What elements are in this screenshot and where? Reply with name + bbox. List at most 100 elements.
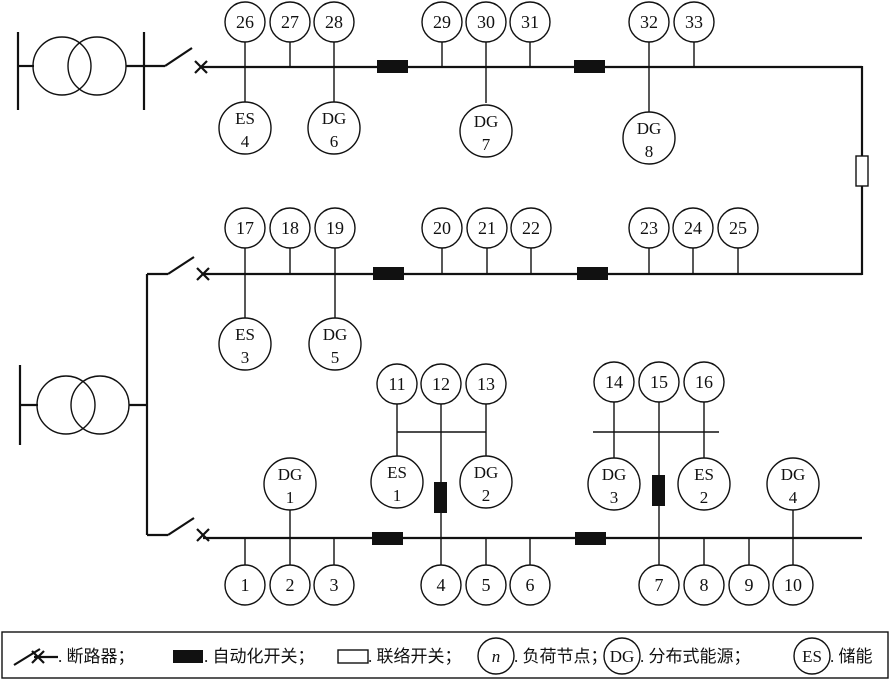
svg-text:ES: ES: [235, 109, 255, 128]
legend-breaker-icon: [13, 648, 58, 666]
dg-8: DG 8: [622, 111, 676, 165]
dg-2: DG 2: [459, 455, 513, 509]
svg-text:32: 32: [640, 12, 658, 32]
svg-text:2: 2: [482, 486, 491, 505]
node-17: 17: [224, 207, 266, 249]
legend-dg-label: . 分布式能源；: [640, 647, 751, 666]
svg-text:2: 2: [286, 575, 295, 595]
svg-text:28: 28: [325, 12, 343, 32]
es-3: ES 3: [218, 317, 272, 371]
node-27: 27: [269, 1, 311, 43]
node-12: 12: [420, 363, 462, 405]
top-breaker-icon[interactable]: [164, 47, 208, 74]
legend-node-icon: n: [477, 637, 515, 675]
auto-switch-icon[interactable]: [377, 60, 408, 73]
node-6: 6: [509, 564, 551, 606]
svg-text:13: 13: [477, 374, 495, 394]
auto-switch-icon[interactable]: [575, 532, 606, 545]
svg-text:ES: ES: [802, 647, 822, 666]
svg-text:ES: ES: [694, 465, 714, 484]
node-20: 20: [421, 207, 463, 249]
legend-auto-switch-label: . 自动化开关；: [204, 647, 315, 666]
legend-es-icon: ES: [793, 637, 831, 675]
middle-breaker-icon[interactable]: [167, 256, 210, 281]
es-4: ES 4: [218, 101, 272, 155]
svg-text:19: 19: [326, 218, 344, 238]
svg-text:11: 11: [388, 374, 405, 394]
svg-text:14: 14: [605, 372, 623, 392]
svg-text:DG: DG: [323, 325, 348, 344]
node-16: 16: [683, 361, 725, 403]
svg-text:n: n: [492, 647, 501, 666]
svg-text:1: 1: [286, 488, 295, 507]
svg-text:10: 10: [784, 575, 802, 595]
dg-4: DG 4: [766, 457, 820, 511]
legend-node-label: . 负荷节点；: [514, 647, 608, 666]
legend-auto-switch-icon: [173, 650, 203, 663]
svg-text:20: 20: [433, 218, 451, 238]
legend-tie-switch-icon: [337, 649, 369, 664]
auto-switch-icon[interactable]: [577, 267, 608, 280]
node-2: 2: [269, 564, 311, 606]
svg-text:ES: ES: [235, 325, 255, 344]
tie-switch-icon[interactable]: [855, 155, 869, 187]
svg-text:4: 4: [789, 488, 798, 507]
svg-text:DG: DG: [474, 463, 499, 482]
node-15: 15: [638, 361, 680, 403]
svg-text:18: 18: [281, 218, 299, 238]
node-11: 11: [376, 363, 418, 405]
node-23: 23: [628, 207, 670, 249]
node-31: 31: [509, 1, 551, 43]
svg-text:DG: DG: [610, 647, 635, 666]
svg-text:1: 1: [241, 575, 250, 595]
node-3: 3: [313, 564, 355, 606]
svg-text:DG: DG: [781, 465, 806, 484]
auto-switch-icon[interactable]: [652, 475, 665, 506]
dg-5: DG 5: [308, 317, 362, 371]
auto-switch-icon[interactable]: [434, 482, 447, 513]
svg-text:5: 5: [331, 348, 340, 367]
legend-es-label: . 储能: [830, 647, 873, 666]
svg-text:31: 31: [521, 12, 539, 32]
node-5: 5: [465, 564, 507, 606]
svg-text:9: 9: [745, 575, 754, 595]
svg-text:3: 3: [241, 348, 250, 367]
svg-text:15: 15: [650, 372, 668, 392]
svg-text:5: 5: [482, 575, 491, 595]
svg-text:6: 6: [330, 132, 339, 151]
top-feeder: 26 27 28 29 30 31 32 33 ES4 DG6 DG7 DG8: [16, 1, 862, 165]
node-25: 25: [717, 207, 759, 249]
svg-text:8: 8: [645, 142, 654, 161]
dg-1: DG1: [263, 457, 317, 511]
svg-text:7: 7: [482, 135, 491, 154]
legend-breaker-label: . 断路器；: [58, 647, 135, 666]
dg-3: DG3: [587, 457, 641, 511]
lower-transformer-icon: [36, 375, 130, 435]
auto-switch-icon[interactable]: [372, 532, 403, 545]
node-4: 4: [420, 564, 462, 606]
svg-text:24: 24: [684, 218, 702, 238]
svg-text:25: 25: [729, 218, 747, 238]
svg-text:8: 8: [700, 575, 709, 595]
bottom-breaker-icon[interactable]: [167, 517, 210, 542]
svg-text:26: 26: [236, 12, 254, 32]
auto-switch-icon[interactable]: [574, 60, 605, 73]
svg-text:1: 1: [393, 486, 402, 505]
legend-tie-switch-label: . 联络开关；: [368, 647, 462, 666]
node-33: 33: [673, 1, 715, 43]
bottom-feeder: 1 2 3 4 5 6 7 8 9 10 11 12 13 14 15 16 D…: [147, 361, 862, 606]
node-32: 32: [628, 1, 670, 43]
node-26: 26: [224, 1, 266, 43]
svg-text:4: 4: [437, 575, 446, 595]
svg-text:3: 3: [610, 488, 619, 507]
auto-switch-icon[interactable]: [373, 267, 404, 280]
svg-text:DG: DG: [637, 119, 662, 138]
node-13: 13: [465, 363, 507, 405]
node-1: 1: [224, 564, 266, 606]
svg-text:ES: ES: [387, 463, 407, 482]
node-18: 18: [269, 207, 311, 249]
svg-text:4: 4: [241, 132, 250, 151]
svg-text:30: 30: [477, 12, 495, 32]
svg-text:16: 16: [695, 372, 713, 392]
